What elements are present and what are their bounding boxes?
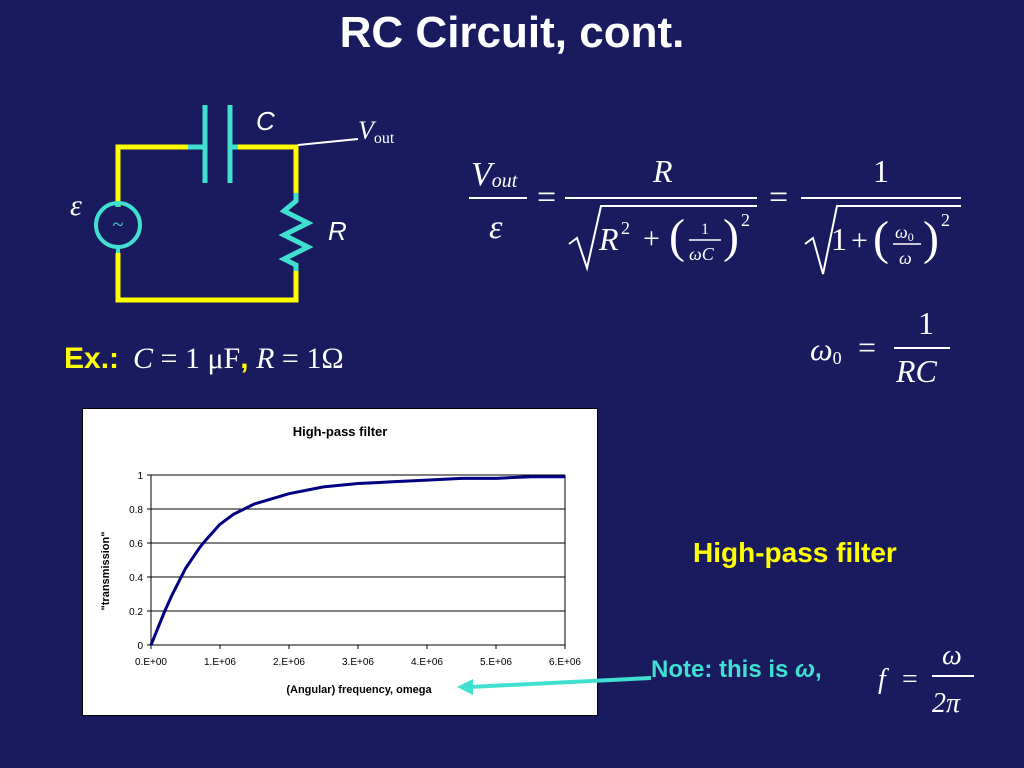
vout-main: V	[358, 116, 377, 145]
omega0-formula: ω0 = 1 RC	[810, 305, 950, 389]
example-c-symbol: C	[133, 342, 154, 375]
x-tick-label: 5.E+06	[480, 657, 512, 668]
slide-title: RC Circuit, cont.	[339, 8, 685, 57]
formula-exponent: 2	[621, 218, 630, 238]
plus-sign: +	[643, 222, 660, 255]
y-tick-label: 0.4	[129, 573, 143, 584]
emf-label: ε	[70, 189, 82, 222]
sqrt-sign	[804, 205, 961, 275]
example-c-value: = 1 μF	[153, 342, 241, 375]
series-line	[149, 475, 565, 646]
y-tick-label: 0.8	[129, 505, 143, 516]
equals-sign: =	[858, 329, 876, 365]
x-tick-label: 2.E+06	[273, 657, 305, 668]
paren-close: )	[723, 210, 739, 263]
formula-one-denominator: 1	[831, 221, 847, 257]
y-tick-label: 1	[137, 471, 143, 482]
formula-omega0: ω0	[895, 222, 914, 244]
formula-omega: ω	[942, 640, 962, 671]
formula-omega: ω	[899, 248, 912, 268]
chart-canvas: High-pass filter "transmission" (Angular…	[100, 424, 581, 696]
arrow-shaft	[468, 676, 652, 689]
resistor	[278, 193, 314, 271]
formula-omega0: ω0	[810, 331, 842, 368]
x-tick-label: 3.E+06	[342, 657, 374, 668]
example-line: Ex.: C = 1 μF, R = 1Ω	[64, 342, 344, 376]
frequency-formula: f = ω 2π	[878, 640, 974, 719]
chart-y-axis-label: "transmission"	[100, 532, 112, 611]
high-pass-label: High-pass filter	[693, 537, 897, 568]
formula-RC: RC	[895, 353, 938, 389]
x-tick-label: 0.E+00	[135, 657, 167, 668]
equals-sign: =	[902, 664, 918, 695]
circuit-wire	[115, 144, 188, 207]
rc-circuit-diagram: ~ C R ε Vout	[70, 105, 395, 303]
sqrt-sign	[568, 205, 757, 272]
x-tick-label: 6.E+06	[549, 657, 581, 668]
y-tick-label: 0.2	[129, 607, 143, 618]
formula-exponent: 2	[741, 210, 750, 230]
example-prefix: Ex.:	[64, 342, 120, 375]
formula-one: 1	[701, 221, 709, 238]
note-prefix: Note: this is	[651, 656, 796, 683]
formula-one-numerator: 1	[873, 153, 889, 189]
note-symbol: ω	[795, 656, 816, 683]
high-pass-chart: High-pass filter "transmission" (Angular…	[82, 408, 598, 716]
paren-open: (	[873, 212, 889, 265]
example-r-value: = 1Ω	[274, 342, 344, 375]
equals-sign: =	[537, 179, 556, 216]
circuit-wire	[232, 144, 299, 193]
ac-source-symbol: ~	[113, 214, 124, 236]
example-r-symbol: R	[256, 342, 275, 375]
x-tick-label: 1.E+06	[204, 657, 236, 668]
equals-sign: =	[769, 179, 788, 216]
resistor-label: R	[328, 216, 347, 246]
paren-close: )	[923, 212, 939, 265]
circuit-wire	[115, 253, 299, 303]
arrow-head	[457, 679, 473, 695]
note-suffix: ,	[815, 656, 822, 683]
x-tick-label: 4.E+06	[411, 657, 443, 668]
formula-vout: Vout	[471, 156, 518, 193]
capacitor-label: C	[256, 106, 275, 136]
transmission-formula: Vout ε = R R 2 + ( 1 ωC ) 2 = 1 1 + ( ω0…	[469, 153, 961, 275]
vout-label: Vout	[358, 116, 395, 147]
example-separator: ,	[240, 342, 249, 375]
note-text: Note: this is ω,	[651, 656, 822, 684]
chart-title: High-pass filter	[293, 424, 388, 439]
formula-R-denominator: R	[598, 221, 619, 257]
y-tick-label: 0	[137, 641, 143, 652]
formula-two-pi: 2π	[932, 688, 961, 719]
formula-one: 1	[918, 305, 934, 341]
chart-x-axis-label: (Angular) frequency, omega	[286, 684, 432, 696]
plus-sign: +	[851, 224, 868, 257]
vout-pointer-line	[297, 138, 359, 146]
formula-emf: ε	[489, 209, 503, 246]
y-tick-label: 0.6	[129, 539, 143, 550]
paren-open: (	[669, 210, 685, 263]
example-c-values: C = 1 μF	[133, 342, 240, 375]
note-arrow	[457, 676, 652, 695]
vout-sub: out	[374, 130, 395, 147]
formula-omegaC: ωC	[689, 244, 715, 264]
formula-exponent: 2	[941, 210, 950, 230]
formula-R-numerator: R	[652, 153, 673, 189]
formula-f: f	[878, 664, 889, 695]
example-r-values: R = 1Ω	[249, 342, 344, 375]
